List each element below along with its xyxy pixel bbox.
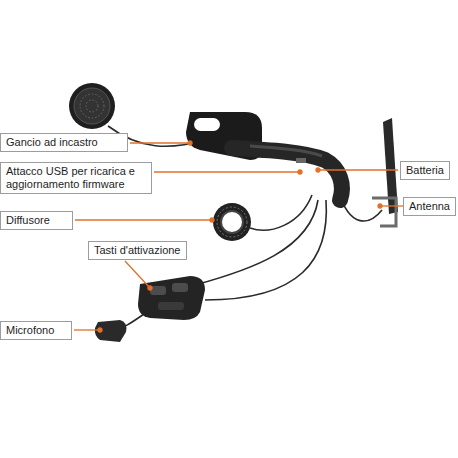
antenna — [372, 118, 398, 226]
callout-box: Batteria — [400, 161, 450, 180]
leader-dot — [316, 168, 320, 172]
right-speaker — [213, 203, 251, 241]
button — [158, 302, 184, 310]
leader-line — [74, 329, 100, 330]
leader-line — [75, 219, 212, 220]
speaker-grille — [74, 88, 110, 124]
usb-port — [296, 158, 306, 163]
leader-line — [318, 169, 398, 170]
speaker-dots — [217, 207, 247, 237]
callout-box: Tasti d'attivazione — [88, 241, 187, 260]
button-module — [138, 276, 205, 320]
callout-box: Gancio ad incastro — [0, 133, 128, 152]
callout-box: Diffusore — [0, 211, 73, 230]
leader-dot — [378, 204, 382, 208]
callout-box: Attacco USB per ricarica e aggiornamento… — [0, 162, 152, 194]
callout-label: Microfono — [6, 324, 66, 337]
leader-dot — [98, 328, 102, 332]
callout-label: Diffusore — [6, 214, 67, 227]
speaker-dots — [80, 94, 104, 118]
speaker-disc — [213, 203, 251, 241]
speaker-wire — [250, 195, 312, 230]
main-unit — [232, 146, 342, 200]
boom-highlight — [250, 146, 322, 156]
callout-label: Tasti d'attivazione — [94, 244, 181, 257]
left-speaker — [69, 83, 115, 129]
callout-label: Antenna — [409, 200, 450, 213]
speaker-center — [221, 211, 243, 233]
antenna-clip — [372, 198, 396, 226]
leader-line — [130, 142, 190, 143]
button — [172, 283, 188, 292]
speaker-dots — [86, 100, 98, 112]
callout-label: Gancio ad incastro — [6, 136, 122, 149]
leader-line — [125, 261, 150, 288]
clip-hole — [194, 118, 220, 131]
speaker-disc — [69, 83, 115, 129]
leader-dot — [210, 218, 214, 222]
leader-dot — [188, 141, 192, 145]
callout-label: Attacco USB per ricarica e aggiornamento… — [6, 165, 146, 191]
battery-boom — [232, 148, 342, 200]
mic-head — [95, 320, 127, 342]
leader-line — [154, 171, 300, 172]
leader-line — [380, 205, 404, 206]
leader-dot — [148, 286, 152, 290]
leader-dot — [298, 170, 302, 174]
button-body — [138, 276, 205, 320]
callout-label: Batteria — [406, 164, 444, 177]
wires — [108, 126, 382, 330]
microphone — [95, 320, 127, 342]
callout-box: Microfono — [0, 321, 72, 340]
button-wire — [205, 200, 326, 300]
callout-box: Antenna — [403, 197, 456, 216]
button-wire — [195, 200, 318, 285]
